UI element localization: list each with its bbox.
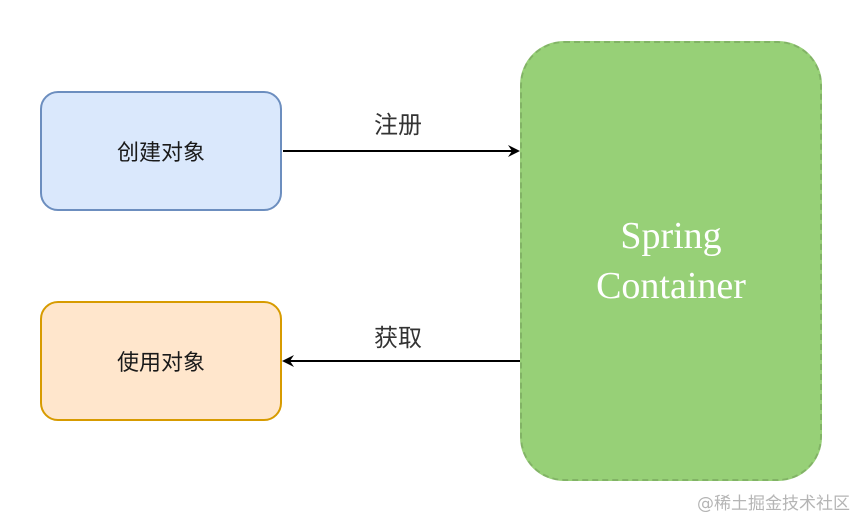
use-object-node: 使用对象 bbox=[40, 301, 282, 421]
get-edge-label: 获取 bbox=[374, 324, 422, 352]
watermark: @稀土掘金技术社区 bbox=[697, 494, 850, 514]
spring-container-node: Spring Container bbox=[520, 41, 822, 481]
use-object-label: 使用对象 bbox=[116, 351, 205, 376]
container-label-line1: Spring bbox=[620, 215, 722, 257]
container-label-line2: Container bbox=[596, 265, 746, 307]
register-edge-label: 注册 bbox=[374, 111, 422, 139]
create-object-node: 创建对象 bbox=[40, 91, 282, 211]
create-object-label: 创建对象 bbox=[116, 141, 205, 166]
